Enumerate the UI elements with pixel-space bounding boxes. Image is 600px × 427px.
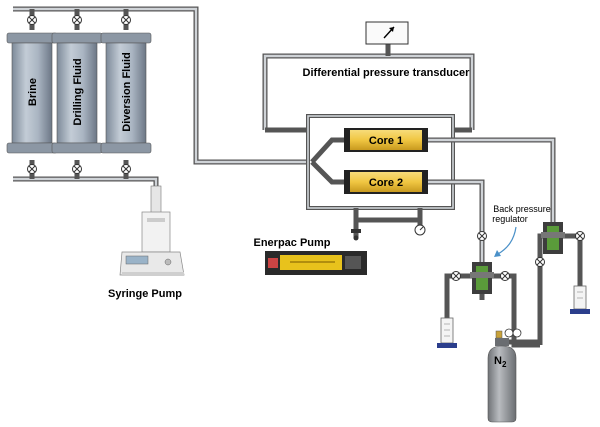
valve-icon[interactable] xyxy=(27,164,37,174)
enerpac-line xyxy=(353,208,423,238)
brine-cylinder: Brine xyxy=(6,9,58,179)
diversion-fluid-cylinder: Diversion Fluid xyxy=(100,9,152,179)
top-manifold-pipe xyxy=(13,6,312,165)
back-pressure-label-line2: regulator xyxy=(492,214,528,224)
graduated-cylinder-icon xyxy=(437,317,457,348)
n2-label: N2 xyxy=(494,355,507,369)
valve-icon[interactable] xyxy=(121,164,131,174)
n2-main: N xyxy=(494,355,502,367)
n2-subscript: 2 xyxy=(502,360,507,369)
drilling-fluid-label: Drilling Fluid xyxy=(72,58,84,125)
syringe-pump-label: Syringe Pump xyxy=(108,288,182,300)
syringe-pump-icon xyxy=(119,185,185,276)
valve-icon[interactable] xyxy=(535,257,545,267)
core-inlet-split-pipe xyxy=(310,137,344,185)
callout-arrow xyxy=(494,226,517,257)
diversion-fluid-label: Diversion Fluid xyxy=(121,52,133,131)
core-1: Core 1 xyxy=(344,128,428,152)
valve-icon[interactable] xyxy=(500,271,510,281)
valve-icon[interactable] xyxy=(451,271,461,281)
core-1-label: Core 1 xyxy=(369,135,403,147)
gauge-icon xyxy=(365,21,409,45)
valve-icon[interactable] xyxy=(351,229,361,241)
core-2-label: Core 2 xyxy=(369,177,403,189)
transducer-label: Differential pressure transducer xyxy=(303,67,471,79)
valve-icon[interactable] xyxy=(477,231,487,241)
core-2: Core 2 xyxy=(344,170,428,194)
brine-label: Brine xyxy=(27,78,39,106)
valve-icon[interactable] xyxy=(72,15,82,25)
valve-icon[interactable] xyxy=(575,231,585,241)
enerpac-pump-label: Enerpac Pump xyxy=(253,237,330,249)
gas-cylinder-icon xyxy=(487,328,540,423)
back-pressure-regulator-right xyxy=(541,222,565,254)
graduated-cylinder-icon xyxy=(570,285,590,314)
valve-icon[interactable] xyxy=(27,15,37,25)
valve-icon[interactable] xyxy=(72,164,82,174)
back-pressure-label-line1: Back pressure xyxy=(493,204,551,214)
enerpac-pump-icon xyxy=(265,251,367,275)
drilling-fluid-cylinder: Drilling Fluid xyxy=(51,9,103,179)
back-pressure-regulator-left xyxy=(470,262,494,294)
bottom-manifold-pipe xyxy=(13,176,159,186)
transducer-loop-pipe xyxy=(262,44,475,133)
gauge-icon xyxy=(414,224,426,236)
valve-icon[interactable] xyxy=(121,15,131,25)
